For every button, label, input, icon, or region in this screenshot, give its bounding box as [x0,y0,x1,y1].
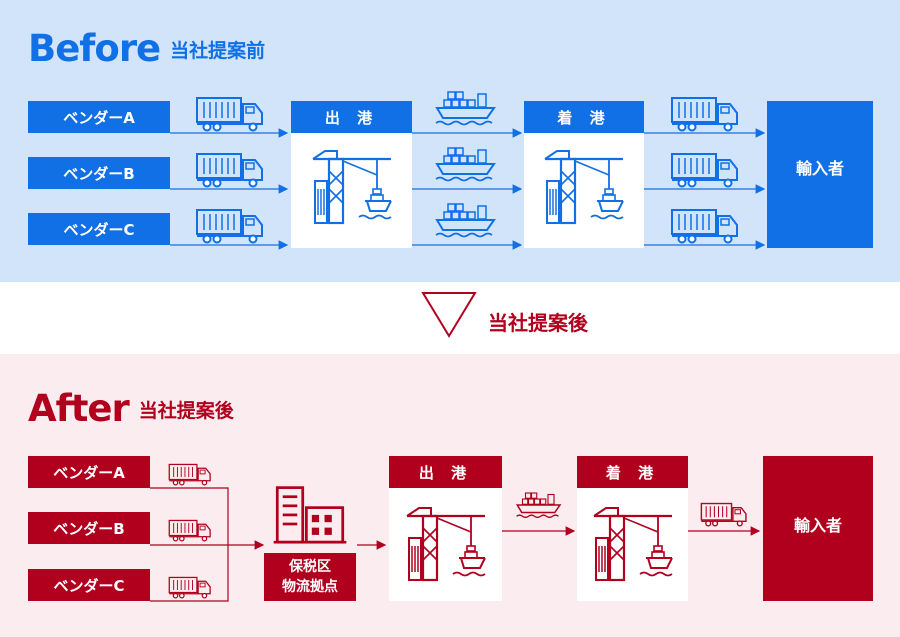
after-line-vendor-c [150,545,229,602]
ship-icon [515,490,563,520]
transition-label: 当社提案後 [488,311,588,335]
after-subtitle: 当社提案後 [138,400,234,422]
before-vendor-c: ベンダーC [28,213,170,245]
before-title: Before [28,27,161,70]
bonded-logistics-hub: 保税区 物流拠点 [264,553,356,601]
port-crane-icon [401,502,491,582]
before-importer: 輸入者 [767,101,873,248]
before-subtitle: 当社提案前 [170,40,266,62]
truck-icon [168,576,212,599]
after-line-vendor-a [150,487,229,545]
before-arrival-port: 着 港 [524,101,644,248]
before-vendor-a: ベンダーA [28,101,170,133]
after-vendor-c: ベンダーC [28,569,150,601]
before-vendor-b: ベンダーB [28,157,170,189]
hub-label-line1: 保税区 [289,559,331,575]
before-departure-port-label: 出 港 [291,101,412,133]
warehouse-building-icon [270,484,350,544]
after-heading: After 当社提案後 [28,390,234,427]
truck-icon [168,463,212,486]
after-importer: 輸入者 [763,456,873,601]
after-title: After [28,387,130,430]
after-vendor-b: ベンダーB [28,512,150,544]
after-arrival-port-label: 着 港 [577,456,688,488]
hub-label-line2: 物流拠点 [282,579,338,595]
after-departure-port-label: 出 港 [389,456,502,488]
before-departure-port: 出 港 [291,101,412,248]
after-departure-port: 出 港 [389,456,502,601]
down-triangle-icon [421,292,477,338]
before-flow-lines [170,128,766,250]
after-arrival-port: 着 港 [577,456,688,601]
truck-icon [700,502,748,527]
after-vendor-a: ベンダーA [28,456,150,488]
before-arrival-port-label: 着 港 [524,101,644,133]
port-crane-icon [588,502,678,582]
truck-icon [168,519,212,542]
before-heading: Before 当社提案前 [28,30,265,67]
